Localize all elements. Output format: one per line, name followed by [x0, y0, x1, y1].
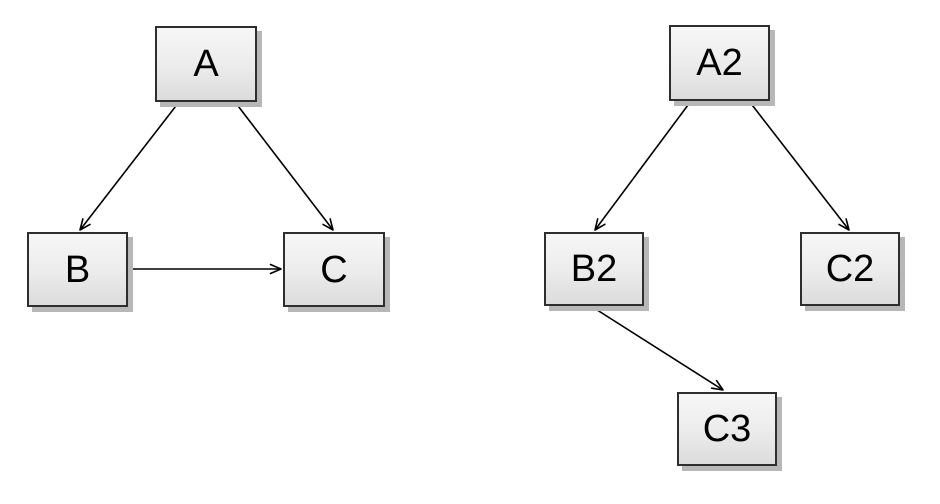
- node-A: A: [155, 26, 257, 102]
- edge-A2-B2: [594, 100, 692, 231]
- node-label-B2: B2: [570, 248, 618, 290]
- node-label-C2: C2: [825, 248, 875, 290]
- node-A2: A2: [669, 25, 770, 101]
- node-C2: C2: [800, 232, 900, 306]
- node-label-C: C: [320, 248, 348, 291]
- edge-A-B: [79, 101, 180, 231]
- node-C3: C3: [677, 392, 777, 466]
- node-label-A: A: [193, 43, 219, 85]
- node-B: B: [27, 232, 128, 307]
- edge-B2-C3: [593, 307, 724, 391]
- node-label-A2: A2: [696, 42, 743, 84]
- node-label-C3: C3: [702, 408, 752, 450]
- edge-A2-C2: [748, 100, 850, 231]
- edge-A-C: [234, 101, 334, 231]
- node-B2: B2: [544, 232, 644, 306]
- edges-group: [79, 100, 850, 391]
- node-label-B: B: [64, 248, 91, 291]
- node-C: C: [283, 232, 385, 307]
